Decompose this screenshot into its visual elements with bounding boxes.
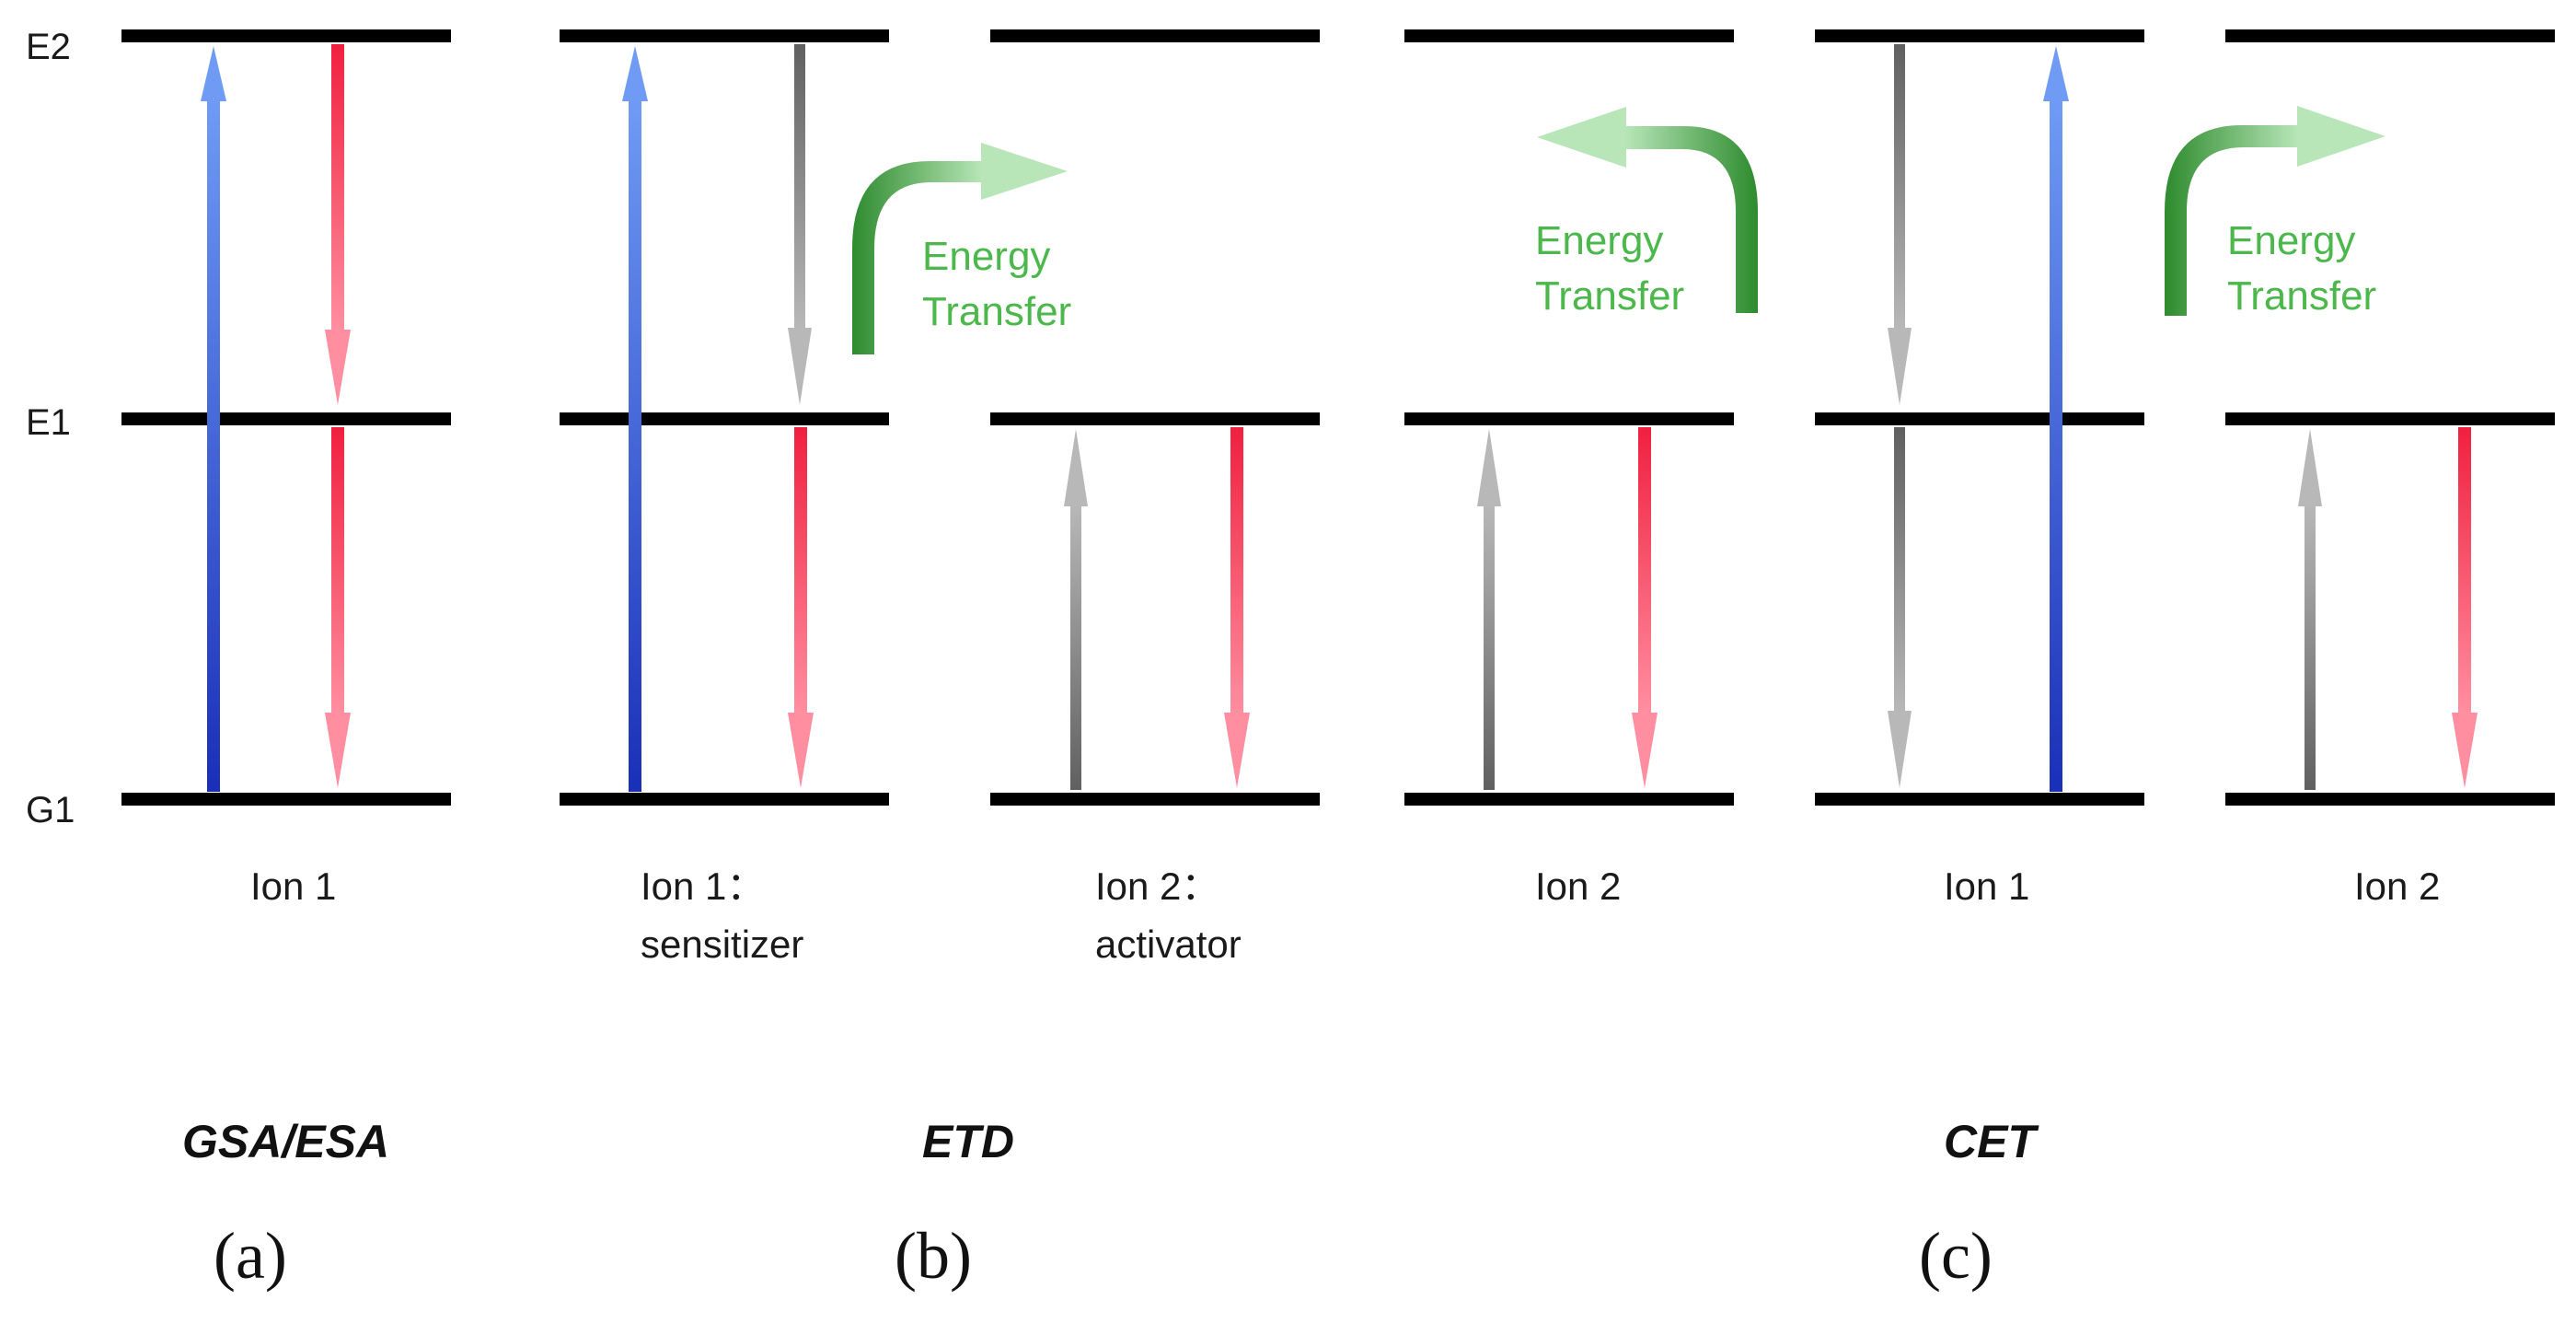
- mechanism-label-b: ETD: [922, 1116, 1014, 1167]
- level-line: [1404, 29, 1734, 42]
- level-line: [1815, 412, 2144, 425]
- emission-arrow: [1638, 427, 1651, 714]
- energy-transfer-arrowhead: [1537, 107, 1626, 168]
- mechanism-label-a: GSA/ESA: [182, 1116, 389, 1167]
- level-line: [560, 412, 889, 425]
- panel-label-a: (a): [214, 1219, 287, 1293]
- emission-arrowhead: [1632, 713, 1658, 788]
- nonradiative-arrowhead: [1064, 429, 1088, 506]
- emission-arrow: [2458, 427, 2471, 714]
- nonradiative-arrowhead: [1477, 429, 1501, 506]
- level-line: [2225, 793, 2555, 806]
- panel-label-c: (c): [1919, 1219, 1993, 1293]
- level-line: [2225, 412, 2555, 425]
- energy-transfer-arrow: [2165, 125, 2299, 316]
- ion-label: Ion 2: [2354, 865, 2440, 908]
- emission-arrow: [331, 44, 344, 331]
- energy-transfer-arrow: [1624, 126, 1758, 313]
- energy-transfer-arrow: [852, 161, 983, 354]
- emission-arrow: [331, 427, 344, 714]
- energy-transfer-label-line2: Transfer: [922, 289, 1071, 334]
- nonradiative-arrow: [1894, 427, 1905, 713]
- level-label-g1: G1: [26, 790, 75, 830]
- nonradiative-arrowhead: [2298, 429, 2322, 506]
- energy-transfer-arrows: [852, 106, 2385, 354]
- absorption-arrowhead: [622, 46, 648, 101]
- nonradiative-arrow: [1894, 44, 1905, 330]
- mechanism-label-c: CET: [1944, 1116, 2039, 1167]
- emission-arrowhead: [325, 330, 351, 405]
- ion-label-line2: activator: [1095, 923, 1242, 966]
- absorption-arrow: [207, 101, 220, 792]
- level-line: [990, 29, 1320, 42]
- level-line: [990, 793, 1320, 806]
- energy-transfer-arrowhead: [981, 143, 1068, 200]
- emission-arrowhead: [2452, 713, 2478, 788]
- absorption-arrow: [2050, 101, 2062, 792]
- emission-arrowhead: [788, 713, 814, 788]
- energy-transfer-label-line1: Energy: [2227, 218, 2355, 263]
- energy-transfer-arrowhead: [2297, 106, 2385, 167]
- nonradiative-arrowhead: [1888, 711, 1912, 788]
- nonradiative-arrow: [1484, 505, 1495, 790]
- emission-arrow: [1230, 427, 1243, 714]
- level-line: [2225, 29, 2555, 42]
- transition-arrows: [201, 44, 2478, 792]
- level-line: [1404, 412, 1734, 425]
- absorption-arrowhead: [2043, 46, 2069, 101]
- absorption-arrowhead: [201, 46, 226, 101]
- level-line: [990, 412, 1320, 425]
- level-line: [1404, 793, 1734, 806]
- emission-arrowhead: [325, 713, 351, 788]
- energy-transfer-label-line2: Transfer: [2227, 273, 2376, 319]
- energy-transfer-label-line1: Energy: [1535, 218, 1663, 263]
- ion-label-line2: sensitizer: [641, 923, 803, 966]
- level-line: [121, 412, 451, 425]
- emission-arrowhead: [1224, 713, 1250, 788]
- energy-transfer-label-line2: Transfer: [1535, 273, 1684, 319]
- ion-label-line1: Ion 2：: [1095, 865, 1219, 908]
- level-lines: [121, 29, 2555, 806]
- panel-label-b: (b): [895, 1219, 972, 1293]
- level-line: [1815, 29, 2144, 42]
- ion-label-line1: Ion 1：: [641, 865, 765, 908]
- absorption-arrow: [629, 101, 641, 792]
- nonradiative-arrow: [2305, 505, 2316, 790]
- nonradiative-arrowhead: [788, 328, 812, 405]
- level-line: [121, 29, 451, 42]
- ion-label: Ion 1: [1944, 865, 2029, 908]
- emission-arrow: [794, 427, 807, 714]
- ion-label: Ion 1: [250, 865, 336, 908]
- energy-transfer-label-line1: Energy: [922, 234, 1050, 279]
- level-line: [560, 793, 889, 806]
- level-line: [121, 793, 451, 806]
- nonradiative-arrowhead: [1888, 328, 1912, 405]
- nonradiative-arrow: [1070, 505, 1081, 790]
- level-label-e2: E2: [26, 27, 71, 67]
- level-line: [560, 29, 889, 42]
- nonradiative-arrow: [794, 44, 805, 330]
- level-label-e1: E1: [26, 402, 71, 443]
- level-line: [1815, 793, 2144, 806]
- ion-label: Ion 2: [1535, 865, 1621, 908]
